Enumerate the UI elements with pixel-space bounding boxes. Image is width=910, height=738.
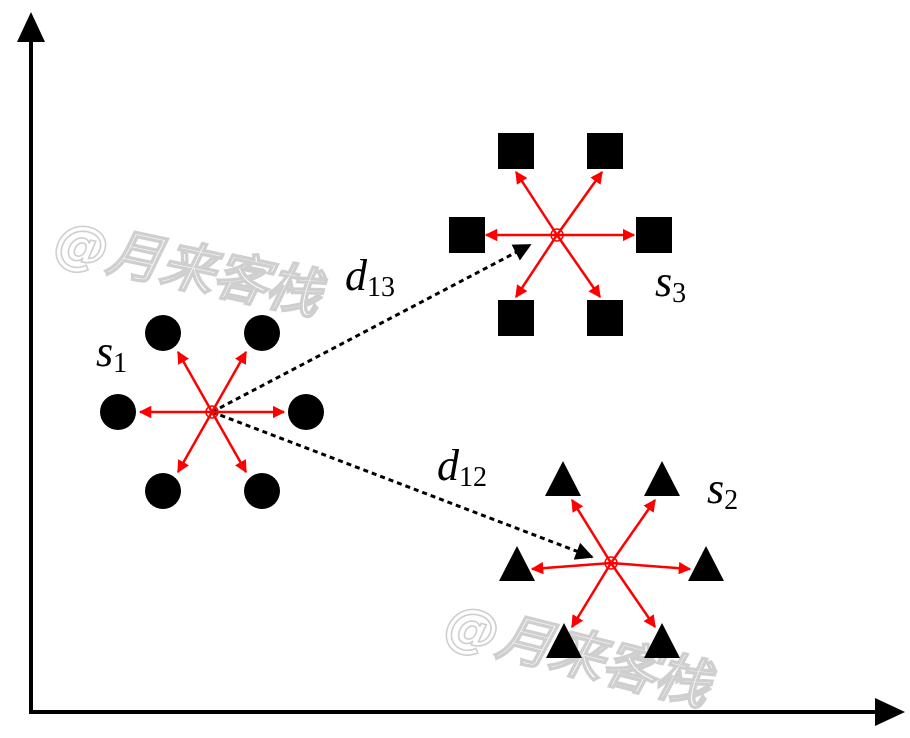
cluster-s2: s2 [499, 461, 738, 658]
arrow [609, 562, 657, 629]
arrow [210, 411, 248, 474]
cluster-s3-center [550, 228, 564, 242]
cluster-s1: s1 [96, 315, 324, 509]
cluster-s1-arrows [138, 350, 286, 474]
square-point [449, 217, 485, 253]
circle-point [100, 394, 136, 430]
cluster-s3-label: s3 [655, 257, 686, 309]
axes [17, 12, 905, 726]
square-point [498, 300, 534, 336]
watermark-text: @月来客栈 [49, 209, 330, 328]
arrow [210, 350, 248, 413]
square-point [587, 300, 623, 336]
triangle-point [644, 461, 680, 496]
distance-label-d12: d12 [437, 441, 487, 493]
triangle-point [546, 623, 582, 658]
arrow [570, 498, 613, 564]
cluster-s3-arrows [484, 170, 636, 299]
triangle-point [644, 623, 680, 658]
y-axis-arrowhead [17, 12, 45, 42]
triangle-point [499, 546, 535, 581]
triangle-point [688, 546, 724, 581]
cluster-s1-center [205, 405, 219, 419]
arrow [514, 170, 559, 236]
cluster-s2-center [604, 556, 618, 570]
distance-lines [211, 243, 594, 560]
x-axis-arrowhead [875, 698, 905, 726]
triangle-point [545, 461, 581, 496]
square-point [587, 133, 623, 169]
arrow [514, 234, 559, 299]
circle-point [244, 473, 280, 509]
circle-point [145, 315, 181, 351]
arrow [570, 562, 613, 629]
watermark-top-left: @月来客栈 [48, 208, 331, 328]
distance-label-d13: d13 [345, 251, 395, 303]
arrow [530, 561, 612, 575]
circle-point [145, 473, 181, 509]
distance-line-d12 [211, 410, 594, 560]
cluster-s1-label: s1 [96, 327, 127, 379]
arrow [176, 411, 214, 474]
arrow [609, 498, 657, 564]
circle-point [288, 394, 324, 430]
cluster-s3: s3 [449, 133, 686, 336]
cluster-s2-arrows [530, 498, 692, 629]
arrow [555, 234, 602, 299]
circle-point [244, 315, 280, 351]
arrow [555, 170, 604, 236]
cluster-s2-label: s2 [707, 464, 738, 516]
distance-line-d13 [211, 243, 532, 414]
square-point [636, 217, 672, 253]
arrow [610, 561, 692, 575]
arrow [176, 350, 214, 413]
square-point [498, 133, 534, 169]
